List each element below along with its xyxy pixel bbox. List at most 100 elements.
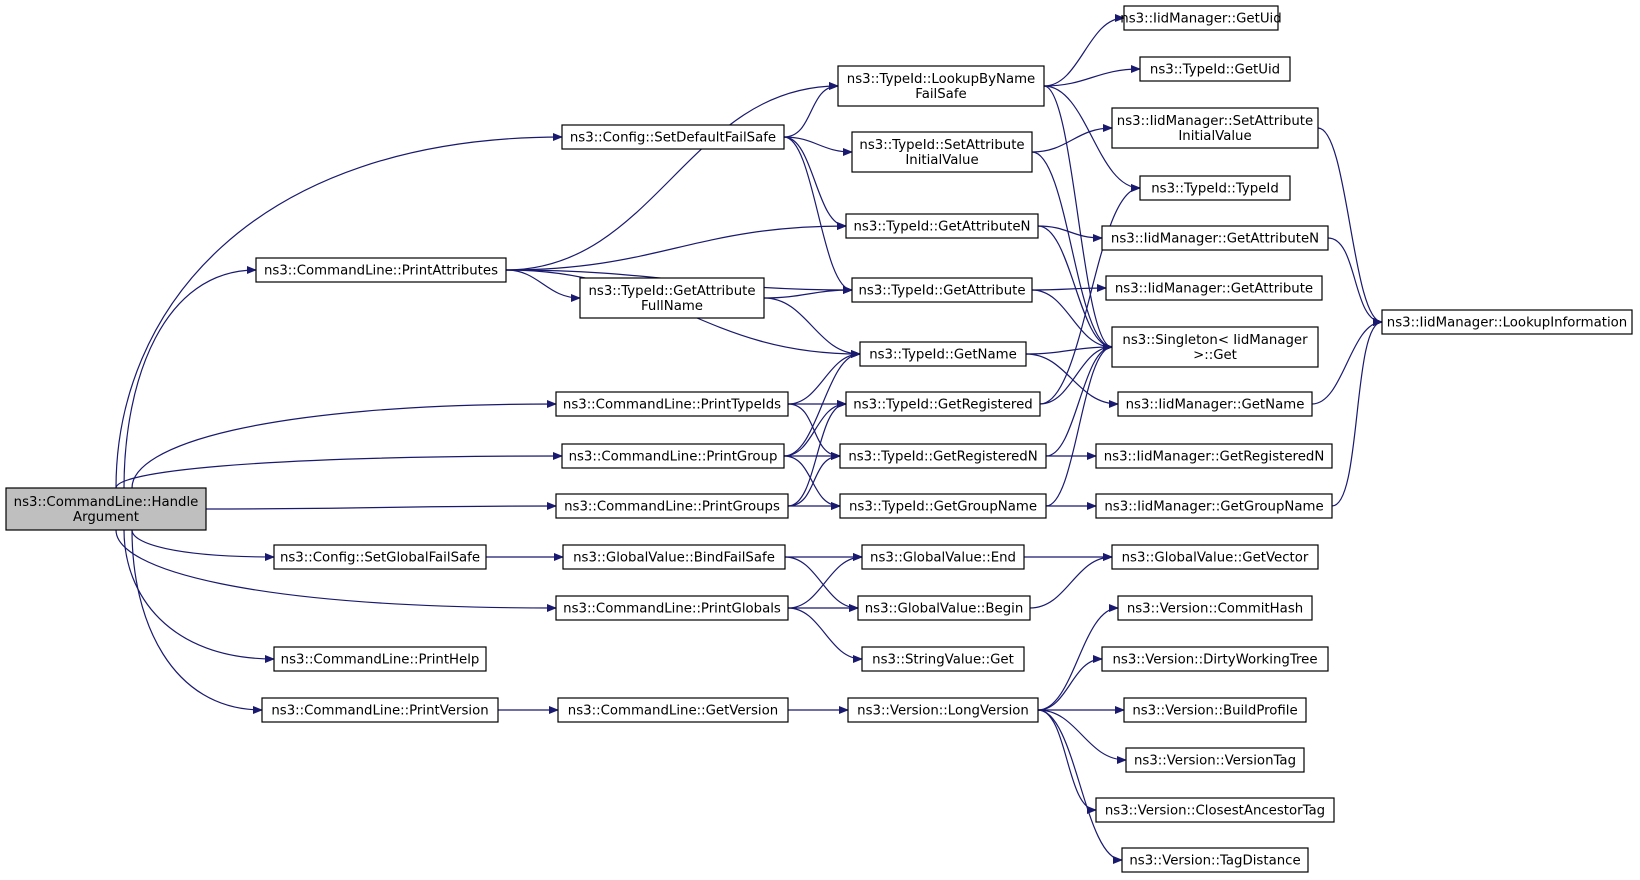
node-label: ns3::TypeId::GetUid — [1150, 63, 1280, 78]
node-iidgetgroupname[interactable]: ns3::IidManager::GetGroupName — [1095, 493, 1333, 519]
node-label: ns3::Version::VersionTag — [1134, 754, 1296, 769]
node-iidsetattrinit[interactable]: ns3::IidManager::SetAttributeInitialValu… — [1111, 107, 1319, 149]
node-box — [562, 544, 786, 570]
node-printattrs[interactable]: ns3::CommandLine::PrintAttributes — [255, 257, 507, 283]
node-label: ns3::CommandLine::PrintGlobals — [563, 602, 781, 617]
edge-handle-to-setglobal — [131, 529, 275, 561]
node-box — [557, 697, 789, 723]
node-box — [1139, 175, 1291, 201]
node-box — [861, 646, 1025, 672]
node-box — [1117, 595, 1313, 621]
node-lookupinfo[interactable]: ns3::IidManager::LookupInformation — [1381, 309, 1633, 335]
edge-printgroups-to-getregistered — [787, 400, 847, 507]
node-label: ns3::Version::CommitHash — [1127, 602, 1303, 617]
node-commithash[interactable]: ns3::Version::CommitHash — [1117, 595, 1313, 621]
node-label: ns3::CommandLine::PrintTypeIds — [563, 398, 781, 413]
edge-getname-to-iidgetname — [1025, 353, 1119, 408]
node-label: ns3::IidManager::SetAttribute — [1117, 114, 1313, 129]
node-label: ns3::GlobalValue::Begin — [865, 602, 1024, 617]
node-printhelp[interactable]: ns3::CommandLine::PrintHelp — [273, 646, 487, 672]
node-box — [1105, 275, 1323, 301]
node-box — [847, 697, 1039, 723]
node-buildprofile[interactable]: ns3::Version::BuildProfile — [1123, 697, 1307, 723]
node-versiontag[interactable]: ns3::Version::VersionTag — [1125, 747, 1305, 773]
node-bindfailsafe[interactable]: ns3::GlobalValue::BindFailSafe — [562, 544, 786, 570]
node-getregisteredn[interactable]: ns3::TypeId::GetRegisteredN — [839, 443, 1047, 469]
node-label: ns3::CommandLine::PrintHelp — [281, 653, 480, 668]
node-gvbegin[interactable]: ns3::GlobalValue::Begin — [857, 595, 1031, 621]
node-typeidtypeid[interactable]: ns3::TypeId::TypeId — [1139, 175, 1291, 201]
edge-iidgetname-to-lookupinfo — [1311, 318, 1383, 405]
node-gvgetvector[interactable]: ns3::GlobalValue::GetVector — [1111, 544, 1319, 570]
node-box — [839, 493, 1047, 519]
node-setglobal[interactable]: ns3::Config::SetGlobalFailSafe — [273, 544, 487, 570]
node-stringget[interactable]: ns3::StringValue::Get — [861, 646, 1025, 672]
node-box — [1111, 107, 1319, 149]
node-box — [859, 341, 1027, 367]
node-label: ns3::Version::ClosestAncestorTag — [1105, 804, 1325, 819]
node-box — [1117, 391, 1313, 417]
edge-longversion-to-closesttag — [1037, 709, 1097, 814]
node-gvend[interactable]: ns3::GlobalValue::End — [861, 544, 1025, 570]
node-iidgetattrn[interactable]: ns3::IidManager::GetAttributeN — [1101, 225, 1329, 251]
node-label: ns3::GlobalValue::GetVector — [1122, 551, 1309, 566]
node-box — [1139, 56, 1291, 82]
node-typeidgetuid[interactable]: ns3::TypeId::GetUid — [1139, 56, 1291, 82]
edge-handle-to-printhelp — [123, 529, 275, 663]
edge-getattr-to-singletonget — [1031, 289, 1113, 351]
edge-lookupbyname-to-iidgetuid — [1043, 14, 1125, 87]
edge-getattrfull-to-getattr — [763, 286, 853, 299]
node-label: ns3::CommandLine::PrintGroup — [569, 450, 778, 465]
node-label: ns3::GlobalValue::BindFailSafe — [573, 551, 775, 566]
node-box — [837, 65, 1045, 107]
node-longversion[interactable]: ns3::Version::LongVersion — [847, 697, 1039, 723]
edge-setdefault-to-lookupbyname — [783, 82, 839, 138]
edge-handle-to-printversion — [131, 529, 263, 714]
node-getname[interactable]: ns3::TypeId::GetName — [859, 341, 1027, 367]
edge-getattrfull-to-getname — [763, 297, 861, 358]
node-box — [555, 391, 789, 417]
node-box — [1111, 544, 1319, 570]
node-getversion[interactable]: ns3::CommandLine::GetVersion — [557, 697, 789, 723]
node-iidgetattr[interactable]: ns3::IidManager::GetAttribute — [1105, 275, 1323, 301]
edge-getattrn-to-singletonget — [1037, 225, 1113, 351]
node-iidgetuid[interactable]: ns3::IidManager::GetUid — [1120, 5, 1282, 31]
node-getattrn[interactable]: ns3::TypeId::GetAttributeN — [845, 213, 1039, 239]
node-getattr[interactable]: ns3::TypeId::GetAttribute — [851, 277, 1033, 303]
node-setdefault[interactable]: ns3::Config::SetDefaultFailSafe — [561, 124, 785, 150]
node-printtypeids[interactable]: ns3::CommandLine::PrintTypeIds — [555, 391, 789, 417]
node-label: ns3::TypeId::GetRegistered — [853, 398, 1032, 413]
node-iidgetregn[interactable]: ns3::IidManager::GetRegisteredN — [1095, 443, 1333, 469]
node-box — [1101, 225, 1329, 251]
edge-gvbegin-to-gvgetvector — [1029, 553, 1113, 609]
node-box — [857, 595, 1031, 621]
node-label: ns3::CommandLine::GetVersion — [568, 704, 778, 719]
edge-printattrs-to-getattrfull — [505, 269, 581, 302]
node-iidgetname[interactable]: ns3::IidManager::GetName — [1117, 391, 1313, 417]
node-printversion[interactable]: ns3::CommandLine::PrintVersion — [261, 697, 499, 723]
node-label: ns3::TypeId::GetAttributeN — [854, 220, 1031, 235]
node-getgroupname[interactable]: ns3::TypeId::GetGroupName — [839, 493, 1047, 519]
node-getregistered[interactable]: ns3::TypeId::GetRegistered — [845, 391, 1041, 417]
edge-printtypeids-to-getname — [787, 350, 861, 405]
node-printgroups[interactable]: ns3::CommandLine::PrintGroups — [555, 493, 789, 519]
node-printgroup[interactable]: ns3::CommandLine::PrintGroup — [561, 443, 785, 469]
node-dirtytree[interactable]: ns3::Version::DirtyWorkingTree — [1101, 646, 1329, 672]
node-box — [845, 391, 1041, 417]
nodes-layer: ns3::CommandLine::HandleArgumentns3::Con… — [5, 5, 1633, 873]
edge-setdefault-to-getattr — [783, 136, 853, 294]
edge-longversion-to-versiontag — [1037, 709, 1127, 764]
node-singletonget[interactable]: ns3::Singleton< IidManager >::Get — [1111, 326, 1319, 368]
node-tagdistance[interactable]: ns3::Version::TagDistance — [1121, 847, 1309, 873]
node-label: ns3::TypeId::TypeId — [1151, 182, 1279, 197]
node-label: InitialValue — [905, 153, 978, 168]
edge-iidsetattrinit-to-lookupinfo — [1317, 127, 1383, 326]
node-label: ns3::Version::LongVersion — [857, 704, 1029, 719]
node-box — [1123, 697, 1307, 723]
node-closesttag[interactable]: ns3::Version::ClosestAncestorTag — [1095, 797, 1335, 823]
node-printglobals[interactable]: ns3::CommandLine::PrintGlobals — [555, 595, 789, 621]
